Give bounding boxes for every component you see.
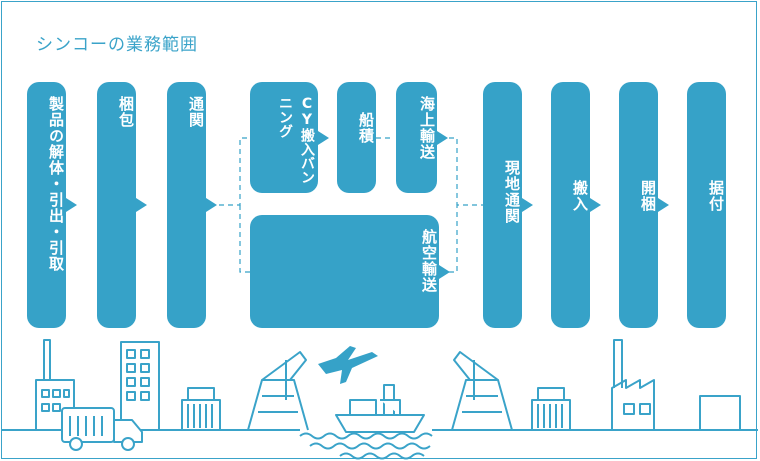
step-unpacking-label: 開梱 xyxy=(639,180,657,212)
arrow-icon xyxy=(439,265,450,279)
step-packing-label: 梱包 xyxy=(117,96,135,128)
step-customs-in: 現地通関 xyxy=(483,82,522,328)
step-packing: 梱包 xyxy=(97,82,136,328)
step-shipping-label: 船積 xyxy=(357,112,375,144)
step-installation: 据付 xyxy=(687,82,726,328)
step-unpacking: 開梱 xyxy=(619,82,658,328)
step-dismantle: 製品の解体・引出・引取 xyxy=(27,82,66,328)
step-air-transport: 航空輸送 xyxy=(250,215,439,328)
arrow-icon xyxy=(658,198,669,212)
crane-icon xyxy=(247,351,309,431)
ship-icon xyxy=(335,384,425,433)
container-stack-icon xyxy=(531,387,571,430)
arrow-icon xyxy=(522,198,533,212)
step-air-transport-label: 航空輸送 xyxy=(420,229,438,293)
step-sea-transport-label: 海上輸送 xyxy=(418,96,436,160)
factory-icon xyxy=(611,339,741,430)
branch-line-air xyxy=(239,205,250,273)
arrow-icon xyxy=(66,198,77,212)
branch-line-sea xyxy=(219,137,250,206)
airplane-icon xyxy=(318,346,378,384)
step-customs-out: 通関 xyxy=(167,82,206,328)
building-icon xyxy=(120,341,160,431)
arrow-icon xyxy=(437,131,448,145)
step-customs-out-label: 通関 xyxy=(187,96,205,128)
step-sea-transport: 海上輸送 xyxy=(396,82,437,193)
step-cy-vanning-label: CY搬入バンニング xyxy=(277,96,315,184)
container-stack-icon xyxy=(181,387,221,430)
step-delivery-label: 搬入 xyxy=(571,180,589,212)
arrow-icon xyxy=(590,198,601,212)
waves-icon xyxy=(299,432,433,460)
arrow-icon xyxy=(136,198,147,212)
step-delivery: 搬入 xyxy=(551,82,590,328)
diagram-title: シンコーの業務範囲 xyxy=(36,35,198,55)
factory-icon xyxy=(35,339,75,430)
step-cy-vanning: CY搬入バンニング xyxy=(250,82,318,193)
truck-icon xyxy=(61,407,143,451)
step-dismantle-label: 製品の解体・引出・引取 xyxy=(47,96,65,272)
arrow-icon xyxy=(318,131,329,145)
step-installation-label: 据付 xyxy=(707,180,725,212)
step-customs-in-label: 現地通関 xyxy=(503,160,521,224)
arrow-icon xyxy=(206,198,217,212)
step-shipping: 船積 xyxy=(337,82,376,193)
crane-icon xyxy=(451,351,513,431)
